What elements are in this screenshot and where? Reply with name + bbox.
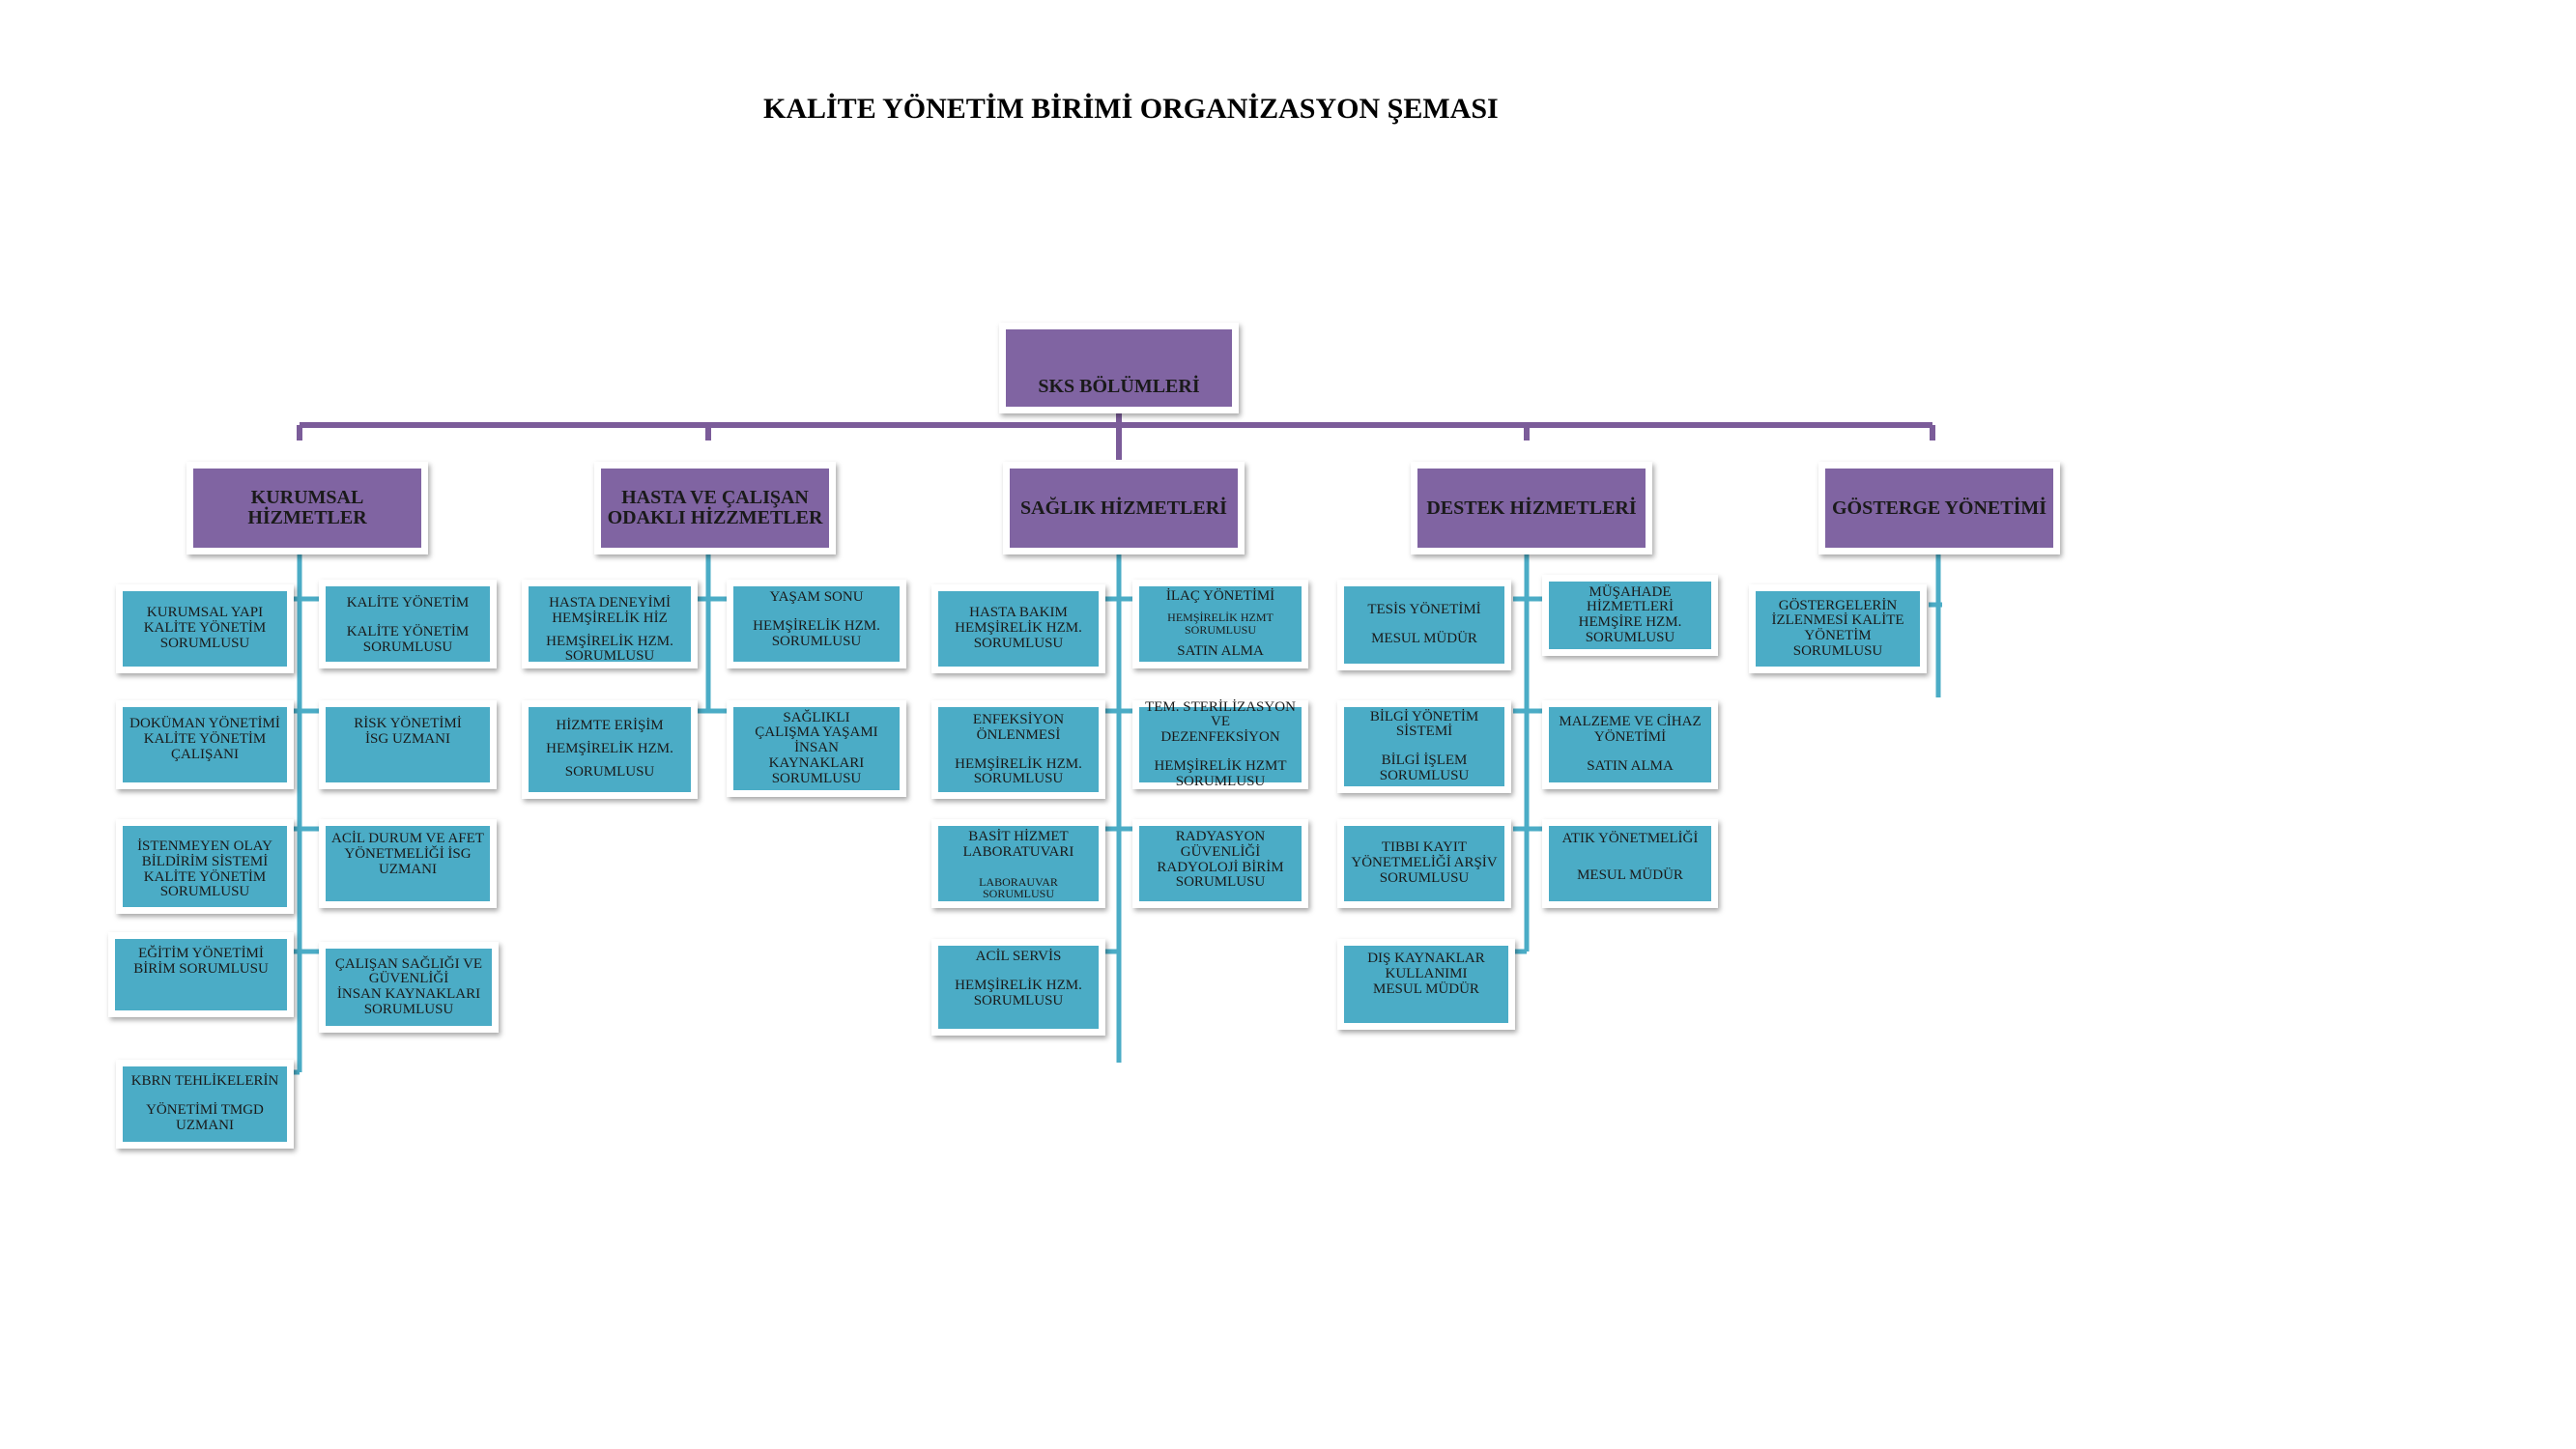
node-sublabel: YÖNETİMİ TMGD UZMANI (146, 1101, 264, 1133)
node-enfeksiyon: ENFEKSİYON ÖNLENMESİ HEMŞİRELİK HZM. SOR… (931, 700, 1105, 799)
node-sublabel: HEMŞİRELİK HZMT SORUMLUSU (1154, 757, 1287, 789)
node-sublabel: LABORAUVAR SORUMLUSU (979, 874, 1058, 901)
node-label: KALİTE YÖNETİM (346, 595, 470, 611)
node-label: ACİL DURUM VE AFET YÖNETMELİĞİ İSG UZMAN… (331, 831, 484, 877)
node-dis-kaynaklar: DIŞ KAYNAKLAR KULLANIMI MESUL MÜDÜR (1337, 939, 1515, 1030)
node-sublabel: HEMŞİRELİK HZM. (546, 741, 673, 757)
node-label: BİLGİ YÖNETİM SİSTEMİ (1369, 708, 1479, 740)
category-hasta-calisan: HASTA VE ÇALIŞAN ODAKLI HİZZMETLER (594, 462, 836, 554)
node-label: RİSK YÖNETİMİ İSG UZMANI (354, 716, 462, 747)
node-gostergelerin-izlenmesi: GÖSTERGELERİN İZLENMESİ KALİTE YÖNETİM S… (1749, 584, 1927, 673)
node-label: GÖSTERGELERİN İZLENMESİ KALİTE YÖNETİM S… (1771, 597, 1904, 659)
node-tesis-yonetimi: TESİS YÖNETİMİ MESUL MÜDÜR (1337, 580, 1511, 670)
node-acil-servis: ACİL SERVİS HEMŞİRELİK HZM. SORUMLUSU (931, 939, 1105, 1036)
node-kalite-yonetim: KALİTE YÖNETİM KALİTE YÖNETİM SORUMLUSU (319, 580, 497, 668)
node-sublabel: SATIN ALMA (1177, 642, 1264, 659)
category-destek: DESTEK HİZMETLERİ (1411, 462, 1652, 554)
node-label: MÜŞAHADE HİZMETLERİ HEMŞİRE HZM. SORUMLU… (1578, 583, 1682, 645)
node-label: HİZMTE ERİŞİM (556, 718, 664, 734)
node-sublabel: KALİTE YÖNETİM SORUMLUSU (346, 623, 470, 655)
node-musahade: MÜŞAHADE HİZMETLERİ HEMŞİRE HZM. SORUMLU… (1542, 575, 1718, 656)
root-label: SKS BÖLÜMLERİ (1038, 376, 1200, 397)
node-tibbi-kayit: TIBBI KAYIT YÖNETMELİĞİ ARŞİV SORUMLUSU (1337, 819, 1511, 908)
node-hasta-bakim: HASTA BAKIM HEMŞİRELİK HZM. SORUMLUSU (931, 584, 1105, 673)
category-label: HASTA VE ÇALIŞAN ODAKLI HİZZMETLER (607, 487, 823, 528)
category-label: DESTEK HİZMETLERİ (1426, 497, 1637, 519)
node-label: HASTA BAKIM HEMŞİRELİK HZM. SORUMLUSU (955, 605, 1082, 651)
node-bilgi-yonetim: BİLGİ YÖNETİM SİSTEMİ BİLGİ İŞLEM SORUML… (1337, 700, 1511, 793)
node-label: ATIK YÖNETMELİĞİ (1561, 831, 1699, 846)
node-label: DOKÜMAN YÖNETİMİ KALİTE YÖNETİM ÇALIŞANI (129, 716, 280, 762)
node-sublabel: HEMŞİRELİK HZM. SORUMLUSU (955, 977, 1082, 1009)
node-kbrn: KBRN TEHLİKELERİN YÖNETİMİ TMGD UZMANI (116, 1060, 294, 1149)
node-istenmeyen-olay: İSTENMEYEN OLAY BİLDİRİM SİSTEMİ KALİTE … (116, 819, 294, 914)
node-label: BASİT HİZMET LABORATUVARI (962, 829, 1074, 860)
node-label: TEM. STERİLİZASYON VE DEZENFEKSİYON (1145, 698, 1296, 746)
root-node: SKS BÖLÜMLERİ (999, 323, 1239, 413)
node-label: TIBBI KAYIT YÖNETMELİĞİ ARŞİV SORUMLUSU (1351, 839, 1498, 886)
node-label: MALZEME VE CİHAZ YÖNETİMİ (1559, 714, 1702, 746)
node-sublabel: HEMŞİRELİK HZM. SORUMLUSU (955, 755, 1082, 787)
category-label: SAĞLIK HİZMETLERİ (1020, 497, 1227, 519)
node-label: KURUMSAL YAPI KALİTE YÖNETİM SORUMLUSU (143, 605, 267, 651)
category-kurumsal: KURUMSAL HİZMETLER (186, 462, 428, 554)
node-sublabel: HEMŞİRELİK HZM. SORUMLUSU (753, 617, 880, 649)
node-ilac-yonetimi: İLAÇ YÖNETİMİ HEMŞİRELİK HZMT SORUMLUSU … (1132, 580, 1308, 668)
node-acil-durum: ACİL DURUM VE AFET YÖNETMELİĞİ İSG UZMAN… (319, 819, 497, 908)
node-label: EĞİTİM YÖNETİMİ BİRİM SORUMLUSU (133, 946, 269, 977)
node-label: YAŞAM SONU (769, 589, 864, 605)
node-kurumsal-yapi: KURUMSAL YAPI KALİTE YÖNETİM SORUMLUSU (116, 584, 294, 673)
node-hizmete-erisim: HİZMTE ERİŞİM HEMŞİRELİK HZM. SORUMLUSU (522, 700, 698, 799)
chart-title: KALİTE YÖNETİM BİRİMİ ORGANİZASYON ŞEMAS… (763, 93, 1499, 125)
node-sublabel: MESUL MÜDÜR (1577, 867, 1683, 883)
node-risk-yonetimi: RİSK YÖNETİMİ İSG UZMANI (319, 700, 497, 789)
category-label: KURUMSAL HİZMETLER (247, 487, 367, 528)
node-sterilizasyon: TEM. STERİLİZASYON VE DEZENFEKSİYON HEMŞ… (1132, 698, 1308, 789)
node-label: ACİL SERVİS (975, 949, 1062, 964)
node-atik-yonetmeligi: ATIK YÖNETMELİĞİ MESUL MÜDÜR (1542, 819, 1718, 908)
category-label: GÖSTERGE YÖNETİMİ (1831, 497, 2047, 519)
node-yasam-sonu: YAŞAM SONU HEMŞİRELİK HZM. SORUMLUSU (727, 580, 906, 668)
node-sublabel: HEMŞİRELİK HZMT SORUMLUSU (1167, 611, 1274, 637)
node-basit-lab: BASİT HİZMET LABORATUVARI LABORAUVAR SOR… (931, 819, 1105, 908)
node-label: HASTA DENEYİMİ HEMŞİRELİK HİZ (549, 595, 671, 626)
node-saglikli-calisma: SAĞLIKLI ÇALIŞMA YAŞAMI İNSAN KAYNAKLARI… (727, 700, 906, 797)
node-label: TESİS YÖNETİMİ (1367, 602, 1481, 618)
node-malzeme-cihaz: MALZEME VE CİHAZ YÖNETİMİ SATIN ALMA (1542, 700, 1718, 789)
node-dokuman-yonetimi: DOKÜMAN YÖNETİMİ KALİTE YÖNETİM ÇALIŞANI (116, 700, 294, 789)
category-saglik: SAĞLIK HİZMETLERİ (1003, 462, 1245, 554)
node-label: İLAÇ YÖNETİMİ (1165, 587, 1275, 604)
node-label: KBRN TEHLİKELERİN (130, 1073, 279, 1089)
node-egitim-yonetimi: EĞİTİM YÖNETİMİ BİRİM SORUMLUSU (108, 932, 294, 1017)
node-sublabel: BİLGİ İŞLEM SORUMLUSU (1379, 753, 1470, 783)
node-hasta-deneyimi: HASTA DENEYİMİ HEMŞİRELİK HİZ HEMŞİRELİK… (522, 580, 698, 668)
node-sublabel: MESUL MÜDÜR (1371, 631, 1477, 646)
node-label: ÇALIŞAN SAĞLIĞI VE GÜVENLİĞİ İNSAN KAYNA… (334, 955, 483, 1017)
node-label: DIŞ KAYNAKLAR KULLANIMI MESUL MÜDÜR (1367, 951, 1485, 997)
node-sublabel: SORUMLUSU (564, 763, 655, 780)
node-calisan-sagligi: ÇALIŞAN SAĞLIĞI VE GÜVENLİĞİ İNSAN KAYNA… (319, 942, 499, 1033)
node-sublabel: HEMŞİRELİK HZM. SORUMLUSU (546, 633, 673, 665)
node-label: ENFEKSİYON ÖNLENMESİ (972, 712, 1065, 743)
node-label: İSTENMEYEN OLAY BİLDİRİM SİSTEMİ KALİTE … (137, 838, 272, 900)
node-label: RADYASYON GÜVENLİĞİ RADYOLOJİ BİRİM SORU… (1157, 829, 1284, 891)
node-radyasyon: RADYASYON GÜVENLİĞİ RADYOLOJİ BİRİM SORU… (1132, 819, 1308, 908)
category-gosterge: GÖSTERGE YÖNETİMİ (1818, 462, 2060, 554)
node-label: SAĞLIKLI ÇALIŞMA YAŞAMI İNSAN KAYNAKLARI… (755, 709, 878, 786)
node-sublabel: SATIN ALMA (1587, 757, 1674, 774)
